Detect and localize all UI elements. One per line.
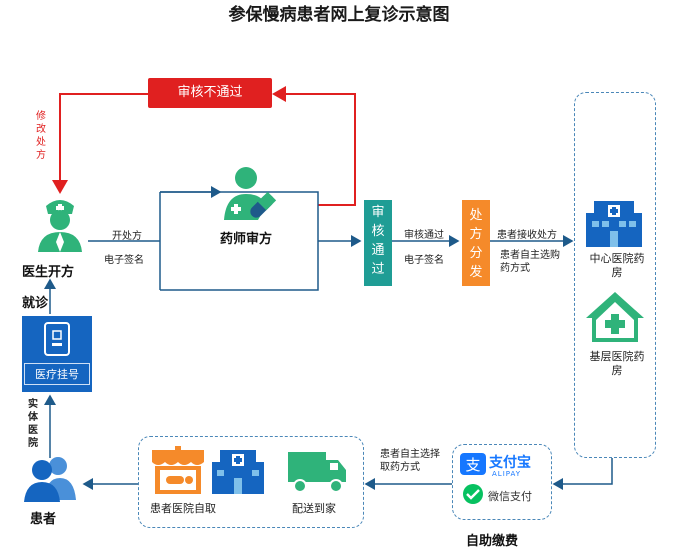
modify-rx-label: 修改处方 xyxy=(36,111,46,161)
reject-line xyxy=(272,86,356,206)
review-reject-box: 审核不通过 xyxy=(148,78,272,108)
hospital-building-icon xyxy=(212,450,264,494)
review-pass-text: 审核通过 xyxy=(371,205,385,277)
pickup-label: 患者医院自取 xyxy=(150,502,216,515)
primary-hospital-icon xyxy=(586,292,644,342)
patient-label: 患者 xyxy=(30,512,57,527)
payment-container xyxy=(452,444,552,520)
diagram-title: 参保慢病患者网上复诊示意图 xyxy=(228,5,450,25)
dispense-text: 处方分发 xyxy=(469,208,483,280)
review-pass-box: 审核通过 xyxy=(364,200,392,286)
pharmacist-icon xyxy=(224,167,277,220)
central-hospital-label: 中心医院药房 xyxy=(589,252,645,279)
hospital-container xyxy=(574,92,656,458)
visit-label: 就诊 xyxy=(22,296,49,311)
e-sign-label-2: 电子签名 xyxy=(404,255,444,266)
doctor-label: 医生开方 xyxy=(22,265,75,280)
svg-text:支: 支 xyxy=(465,456,480,474)
phone-register-icon xyxy=(44,322,70,356)
pharmacy-store-icon xyxy=(152,446,204,494)
patient-receive-label: 患者接收处方 xyxy=(497,230,557,241)
delivery-label: 配送到家 xyxy=(292,502,336,515)
alipay-icon: 支 xyxy=(460,453,486,475)
self-pay-label: 自助缴费 xyxy=(466,534,519,549)
wechat-pay-text: 微信支付 xyxy=(488,490,532,503)
dispense-box: 处方分发 xyxy=(462,200,490,286)
delivery-truck-icon xyxy=(288,452,346,493)
doctor-icon xyxy=(38,200,82,252)
patient-choose-2-label: 患者自主选择取药方式 xyxy=(380,449,440,473)
wechat-pay-icon xyxy=(463,484,483,504)
medical-card-label: 医疗挂号 xyxy=(24,363,90,385)
alipay-en-text: ALIPAY xyxy=(492,470,522,478)
e-sign-label-1: 电子签名 xyxy=(104,255,144,266)
central-hospital-icon xyxy=(586,201,642,247)
open-rx-label: 开处方 xyxy=(112,231,142,242)
patient-icon xyxy=(24,457,76,502)
alipay-text: 支付宝 xyxy=(489,455,531,471)
modify-line xyxy=(52,93,148,194)
physical-hospital-label: 实体医院 xyxy=(28,399,38,449)
pharmacist-label: 药师审方 xyxy=(220,232,273,247)
pickup-options-container xyxy=(138,436,364,528)
primary-hospital-label: 基层医院药房 xyxy=(589,350,645,377)
patient-choose-label: 患者自主选购药方式 xyxy=(500,250,560,274)
review-ok-label: 审核通过 xyxy=(404,230,444,241)
